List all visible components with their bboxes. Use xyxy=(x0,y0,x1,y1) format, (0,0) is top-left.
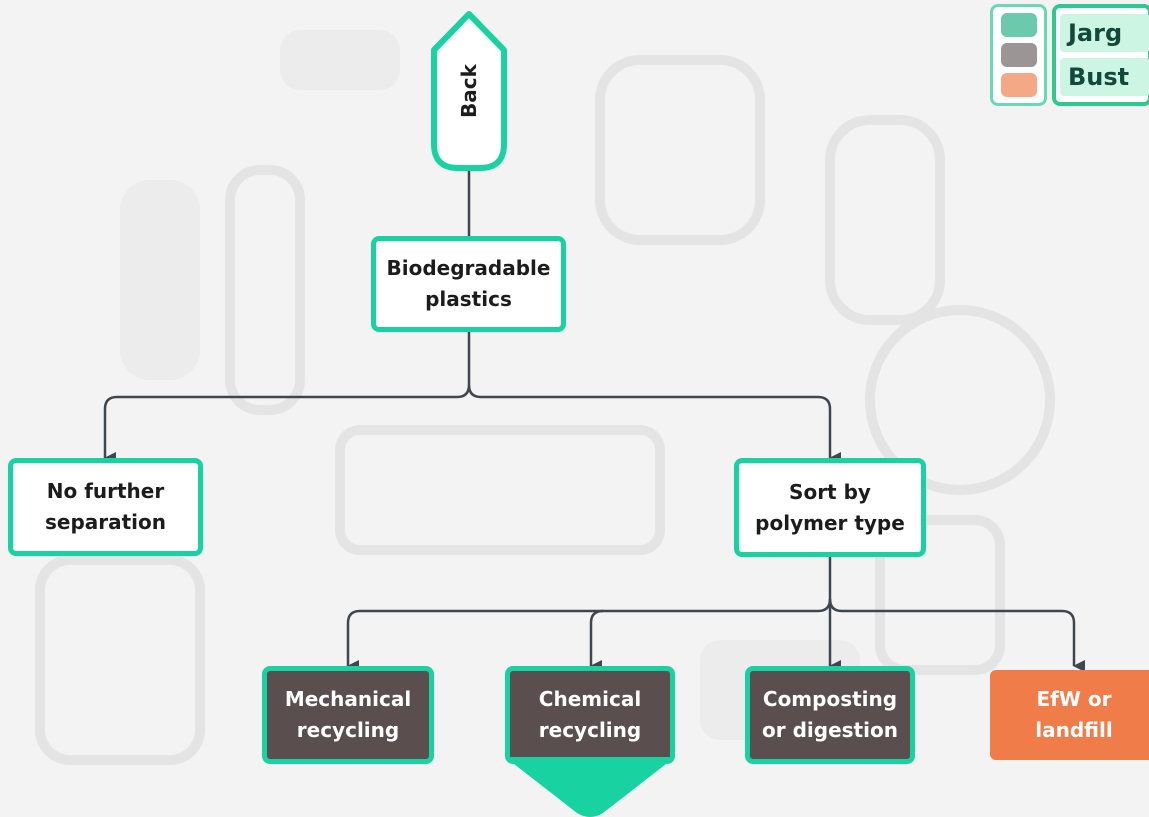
jargon-buster-logo: Jarg Bust xyxy=(990,0,1149,108)
logo-swatch-grey xyxy=(1001,43,1037,67)
logo-swatch-panel xyxy=(990,4,1047,106)
logo-word-1: Jarg xyxy=(1060,14,1149,52)
back-button-label: Back xyxy=(457,64,481,118)
connector-to-sort-polymer xyxy=(467,384,841,464)
back-button[interactable]: Back xyxy=(428,10,510,172)
logo-word-2: Bust xyxy=(1060,58,1149,96)
chevron-down-icon[interactable] xyxy=(505,757,675,817)
node-mechanical-recycling[interactable]: Mechanical recycling xyxy=(262,666,434,764)
connector-biodegradable-trunk xyxy=(103,332,471,464)
connector-to-chemical xyxy=(589,609,604,672)
node-composting-or-digestion[interactable]: Composting or digestion xyxy=(745,666,915,764)
connector-to-efw xyxy=(828,598,1085,672)
node-efw-or-landfill[interactable]: EfW or landfill xyxy=(990,670,1149,760)
node-sort-by-polymer-type[interactable]: Sort by polymer type xyxy=(734,458,926,557)
back-tag-icon xyxy=(431,11,507,171)
node-no-further-separation[interactable]: No further separation xyxy=(8,458,203,556)
logo-swatch-peach xyxy=(1001,73,1037,97)
node-chemical-recycling[interactable]: Chemical recycling xyxy=(505,666,675,764)
connector-sort-trunk xyxy=(346,557,832,672)
logo-swatch-green xyxy=(1001,13,1037,37)
node-biodegradable-plastics[interactable]: Biodegradable plastics xyxy=(371,236,566,332)
